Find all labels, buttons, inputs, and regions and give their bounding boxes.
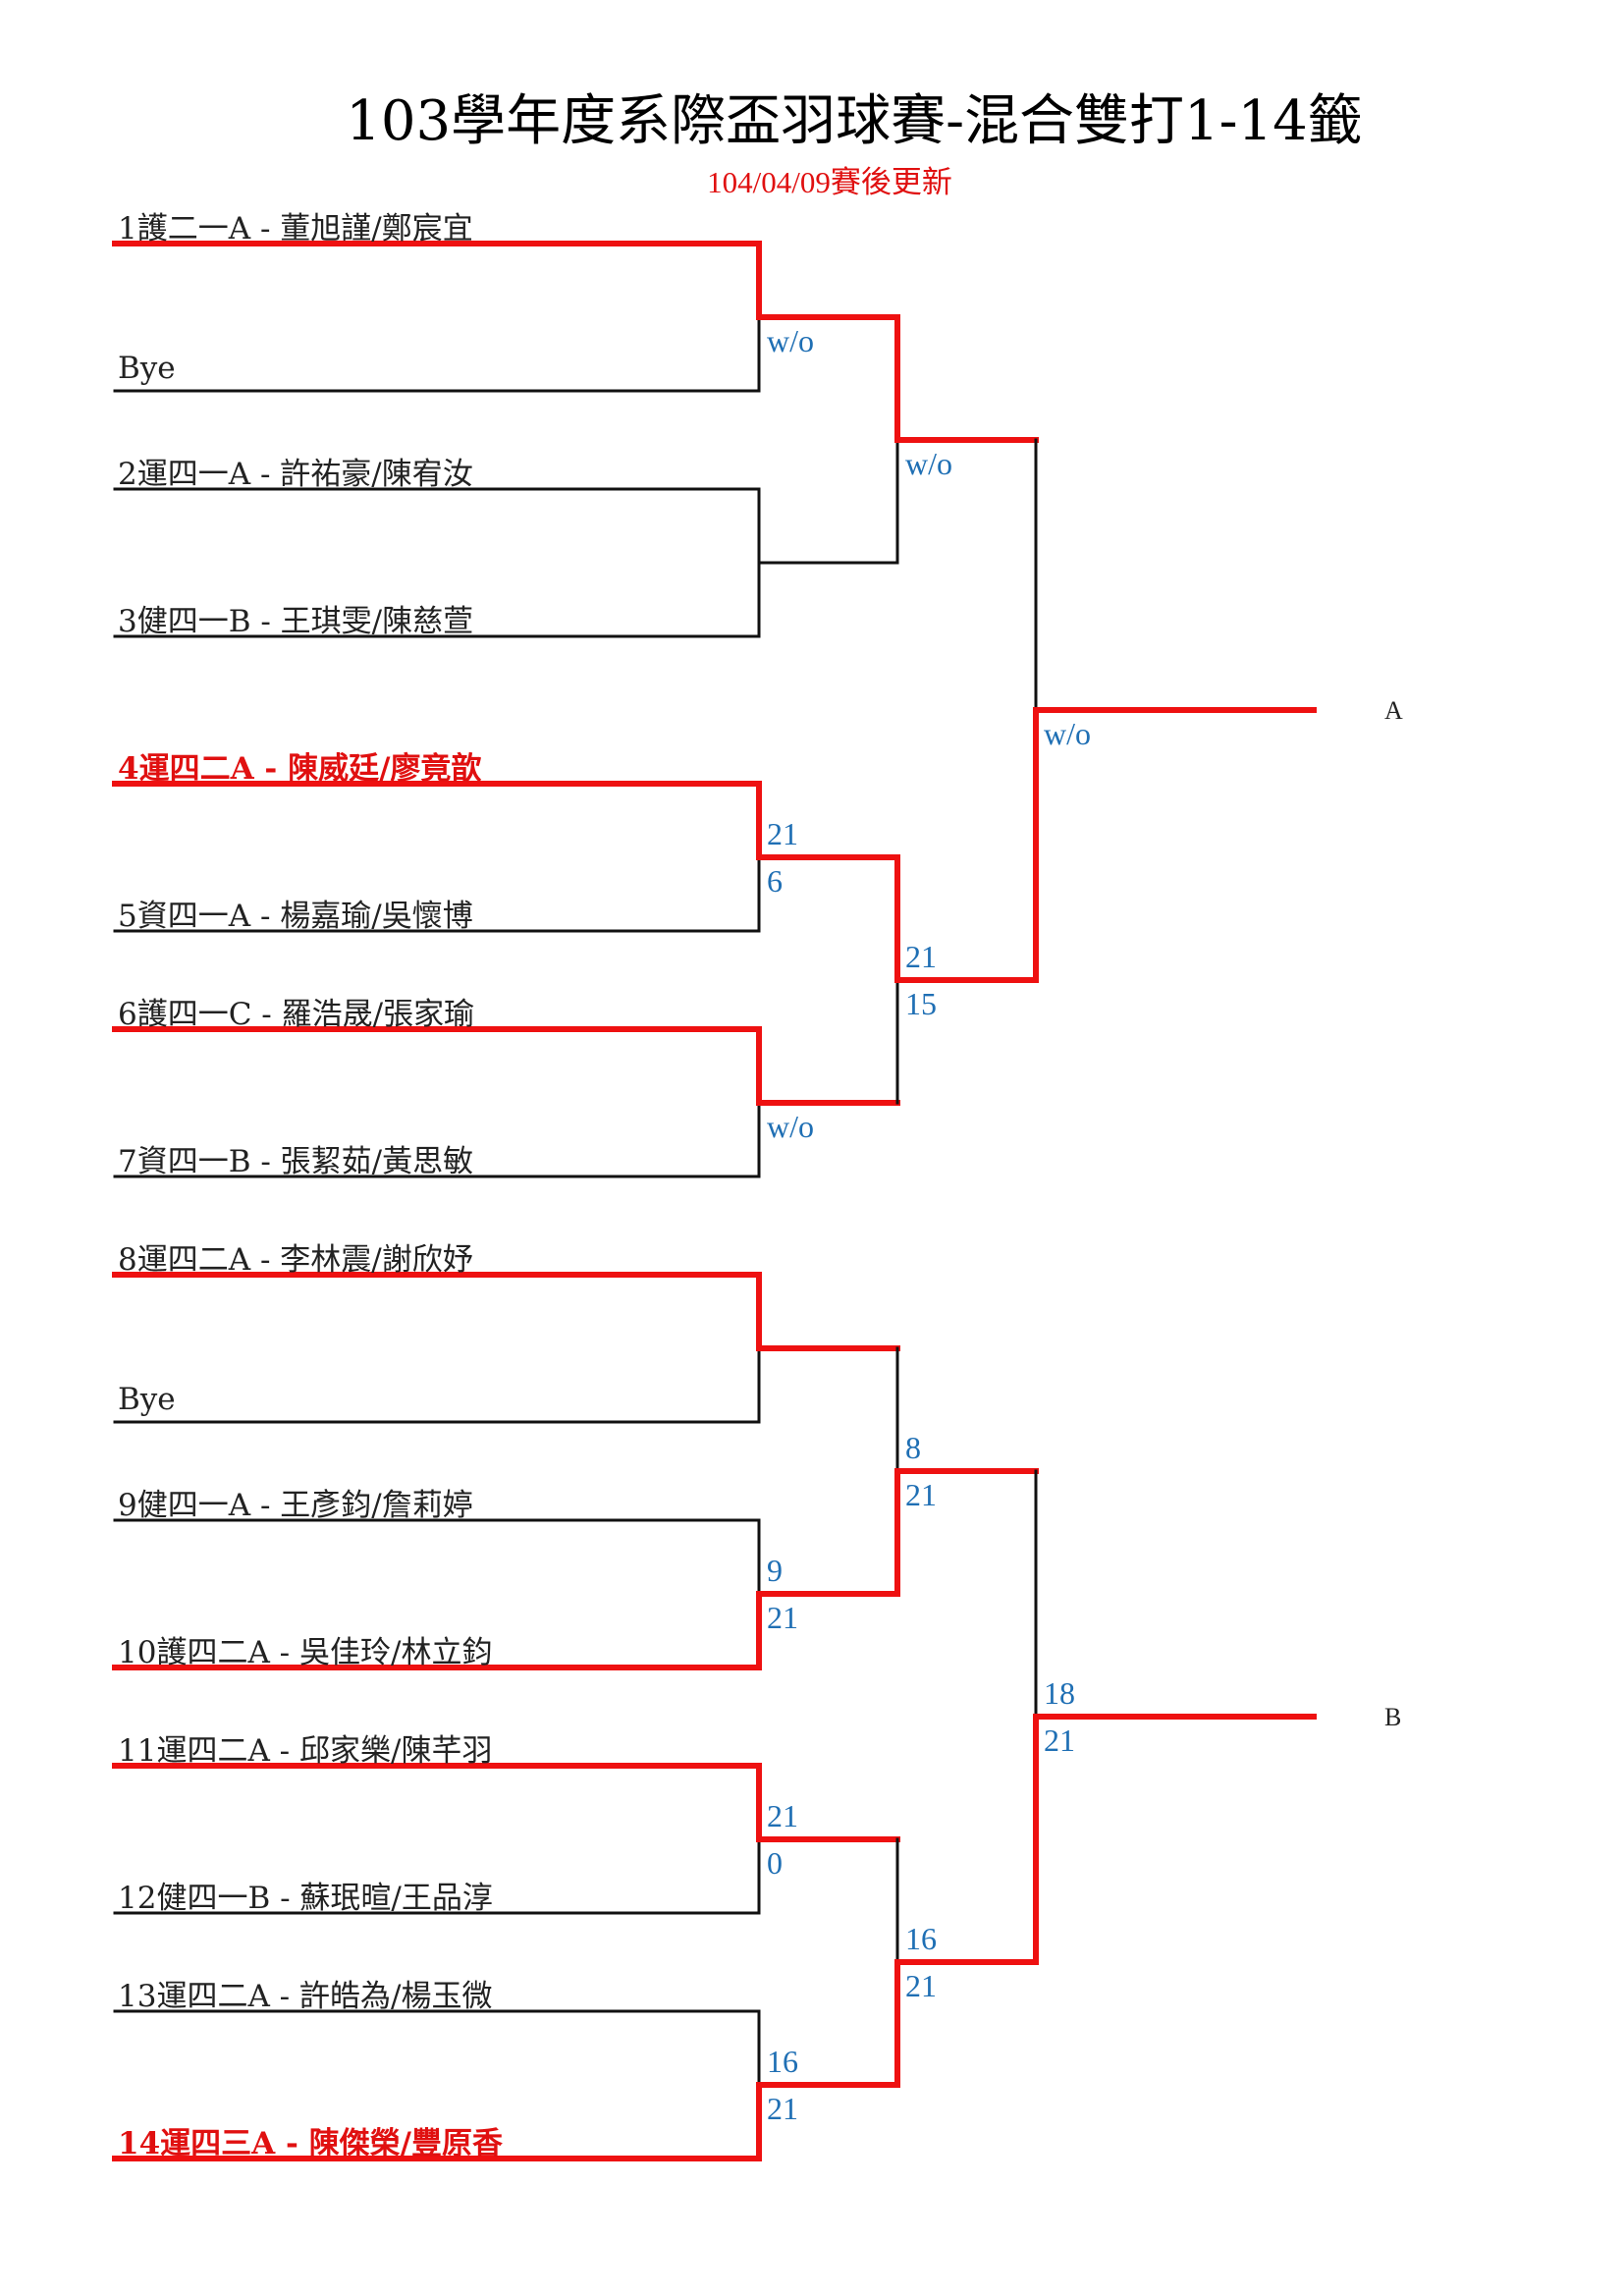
final-slot-label: B	[1384, 1703, 1402, 1731]
team-name: 5資四一A - 楊嘉瑜/吳懷博	[118, 899, 473, 934]
team-name: 7資四一B - 張絜茹/黃思敏	[118, 1144, 474, 1179]
score-bottom: 6	[767, 863, 783, 899]
score-bottom: w/o	[767, 323, 814, 358]
team-name: 2運四一A - 許祐豪/陳宥汝	[118, 457, 473, 492]
team-name: Bye	[118, 1382, 176, 1417]
score-bottom: 21	[767, 2091, 798, 2126]
score-bottom: w/o	[767, 1109, 814, 1144]
team-name: 4運四二A - 陳威廷/廖竟歆	[118, 751, 482, 787]
page-subtitle: 104/04/09賽後更新	[707, 165, 952, 199]
score-top: 21	[767, 816, 798, 851]
team-name: 11運四二A - 邱家樂/陳芊羽	[118, 1733, 493, 1769]
score-bottom: 21	[905, 1968, 937, 2003]
score-top: 21	[905, 939, 937, 974]
score-bottom: 21	[1044, 1722, 1075, 1758]
team-name: 13運四二A - 許皓為/楊玉微	[118, 1979, 493, 2014]
team-name: 8運四二A - 李林震/謝欣妤	[118, 1242, 473, 1278]
score-top: 21	[767, 1798, 798, 1833]
score-bottom: 21	[767, 1600, 798, 1635]
team-name: 9健四一A - 王彥鈞/詹莉婷	[118, 1488, 473, 1523]
team-name: 12健四一B - 蘇珉暄/王品淳	[118, 1881, 493, 1916]
score-bottom: 21	[905, 1477, 937, 1512]
team-name: 1護二一A - 董旭謹/鄭宸宜	[118, 211, 473, 246]
team-name: 6護四一C - 羅浩晟/張家瑜	[118, 997, 475, 1032]
page-title: 103學年度系際盃羽球賽-混合雙打1-14籤	[346, 89, 1363, 153]
score-top: 18	[1044, 1675, 1075, 1711]
score-bottom: w/o	[1044, 716, 1091, 751]
team-name: 3健四一B - 王琪雯/陳慈萱	[118, 604, 474, 639]
score-top: 16	[767, 2044, 798, 2079]
score-top: 9	[767, 1553, 783, 1588]
score-bottom: 0	[767, 1845, 783, 1881]
team-name: 10護四二A - 吳佳玲/林立鈞	[118, 1635, 493, 1670]
team-name: Bye	[118, 351, 176, 386]
score-bottom: w/o	[905, 446, 952, 481]
final-slot-label: A	[1384, 696, 1403, 725]
team-name: 14運四三A - 陳傑榮/豐原香	[118, 2126, 503, 2161]
score-top: 8	[905, 1430, 921, 1465]
score-top: 16	[905, 1921, 937, 1956]
score-bottom: 15	[905, 986, 937, 1021]
